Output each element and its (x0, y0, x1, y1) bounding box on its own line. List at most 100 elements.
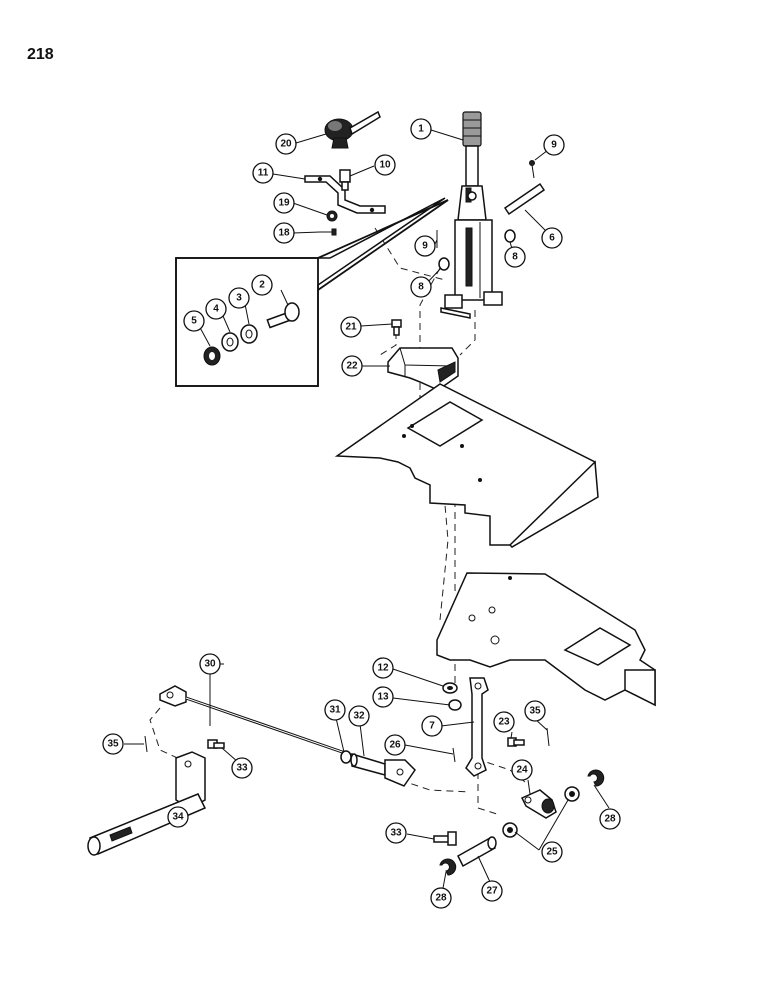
bolt-33-upper-part (207, 739, 225, 749)
link-7-part (465, 677, 489, 777)
callout-4: 4 (205, 298, 227, 320)
callout-21: 21 (340, 316, 362, 338)
svg-text:35: 35 (529, 706, 541, 717)
svg-text:24: 24 (516, 765, 528, 776)
svg-text:6: 6 (549, 233, 555, 244)
pin-6-part (503, 182, 546, 216)
callout-28-right: 28 (599, 808, 621, 830)
svg-text:20: 20 (280, 139, 292, 150)
svg-text:11: 11 (258, 168, 269, 179)
svg-text:22: 22 (346, 361, 358, 372)
cotter-35-left-part (144, 735, 148, 753)
svg-text:8: 8 (418, 282, 424, 293)
callout-30: 30 (199, 653, 221, 675)
nut-19-part (326, 210, 338, 222)
knob-part (324, 110, 381, 149)
callout-11: 11 (252, 162, 274, 184)
bolt-10-part (339, 169, 351, 191)
callout-10: 10 (374, 154, 396, 176)
svg-text:5: 5 (191, 316, 197, 327)
lower-support-plate (436, 572, 656, 707)
svg-text:18: 18 (278, 228, 290, 239)
page-number: 218 (27, 46, 54, 63)
svg-text:7: 7 (429, 721, 435, 732)
svg-text:33: 33 (236, 763, 248, 774)
nut-12-part (442, 682, 458, 694)
pin-27-part (457, 836, 497, 868)
bushing-25-part (502, 786, 580, 838)
upper-floor-plate (334, 383, 599, 548)
callout-34: 34 (167, 806, 189, 828)
callout-2: 2 (251, 274, 273, 296)
callout-5: 5 (183, 310, 205, 332)
callouts: 1 2 3 4 5 6 7 8 8 9 9 10 11 12 13 18 19 … (102, 118, 621, 909)
svg-text:10: 10 (379, 160, 391, 171)
cotter-35-right-part (546, 727, 550, 747)
svg-text:23: 23 (498, 717, 510, 728)
screw-18-part (320, 228, 337, 236)
cotter-26-part (452, 747, 456, 763)
svg-text:28: 28 (435, 893, 447, 904)
svg-text:9: 9 (422, 241, 428, 252)
svg-text:28: 28 (604, 814, 616, 825)
inset-box (175, 197, 449, 387)
callout-8-right: 8 (504, 246, 526, 268)
callout-33-upper: 33 (231, 757, 253, 779)
callout-33-lower: 33 (385, 822, 407, 844)
svg-text:12: 12 (377, 663, 389, 674)
bolt-21-part (391, 319, 402, 336)
svg-text:30: 30 (204, 659, 216, 670)
svg-text:35: 35 (107, 739, 119, 750)
svg-text:19: 19 (278, 198, 290, 209)
washer-8-part (438, 229, 516, 271)
clevis-32-part (350, 752, 416, 787)
bolt-33-lower-part (433, 831, 457, 846)
callout-3: 3 (228, 287, 250, 309)
callout-19: 19 (273, 192, 295, 214)
svg-text:9: 9 (551, 140, 557, 151)
svg-text:4: 4 (213, 304, 219, 315)
svg-text:21: 21 (345, 322, 357, 333)
callout-35-right: 35 (524, 700, 546, 722)
svg-text:33: 33 (390, 828, 402, 839)
svg-text:26: 26 (389, 740, 401, 751)
callout-27: 27 (481, 880, 503, 902)
callout-28-left: 28 (430, 887, 452, 909)
svg-text:8: 8 (512, 252, 518, 263)
callout-25-a: 25 (541, 841, 563, 863)
callout-24: 24 (511, 759, 533, 781)
shift-lever-part (440, 111, 503, 319)
callout-7: 7 (421, 715, 443, 737)
svg-text:25: 25 (546, 847, 558, 858)
callout-9-lower: 9 (414, 235, 436, 257)
bolt-23-part (507, 737, 525, 747)
callout-6: 6 (541, 227, 563, 249)
rod-30-part (159, 685, 349, 756)
svg-text:1: 1 (418, 124, 424, 135)
callout-31: 31 (324, 699, 346, 721)
callout-20: 20 (275, 133, 297, 155)
callout-22: 22 (341, 355, 363, 377)
svg-text:3: 3 (236, 293, 242, 304)
callout-8-left: 8 (410, 276, 432, 298)
callout-9-upper: 9 (543, 134, 565, 156)
callout-23: 23 (493, 711, 515, 733)
bellcrank-24-part (520, 789, 557, 819)
shaft-lever-34-part (87, 751, 207, 856)
callout-1: 1 (410, 118, 432, 140)
bracket-22-part (387, 347, 459, 391)
clip-28-part (439, 769, 605, 876)
callout-18: 18 (273, 222, 295, 244)
svg-text:27: 27 (486, 886, 498, 897)
callout-32: 32 (348, 705, 370, 727)
svg-text:31: 31 (329, 705, 341, 716)
callout-12: 12 (372, 657, 394, 679)
svg-text:13: 13 (377, 692, 389, 703)
svg-text:34: 34 (172, 812, 184, 823)
callout-35-left: 35 (102, 733, 124, 755)
svg-text:32: 32 (353, 711, 365, 722)
nut-31-part (340, 750, 352, 764)
cotter-9-upper-part (529, 160, 535, 179)
nut-13-part (448, 699, 462, 711)
